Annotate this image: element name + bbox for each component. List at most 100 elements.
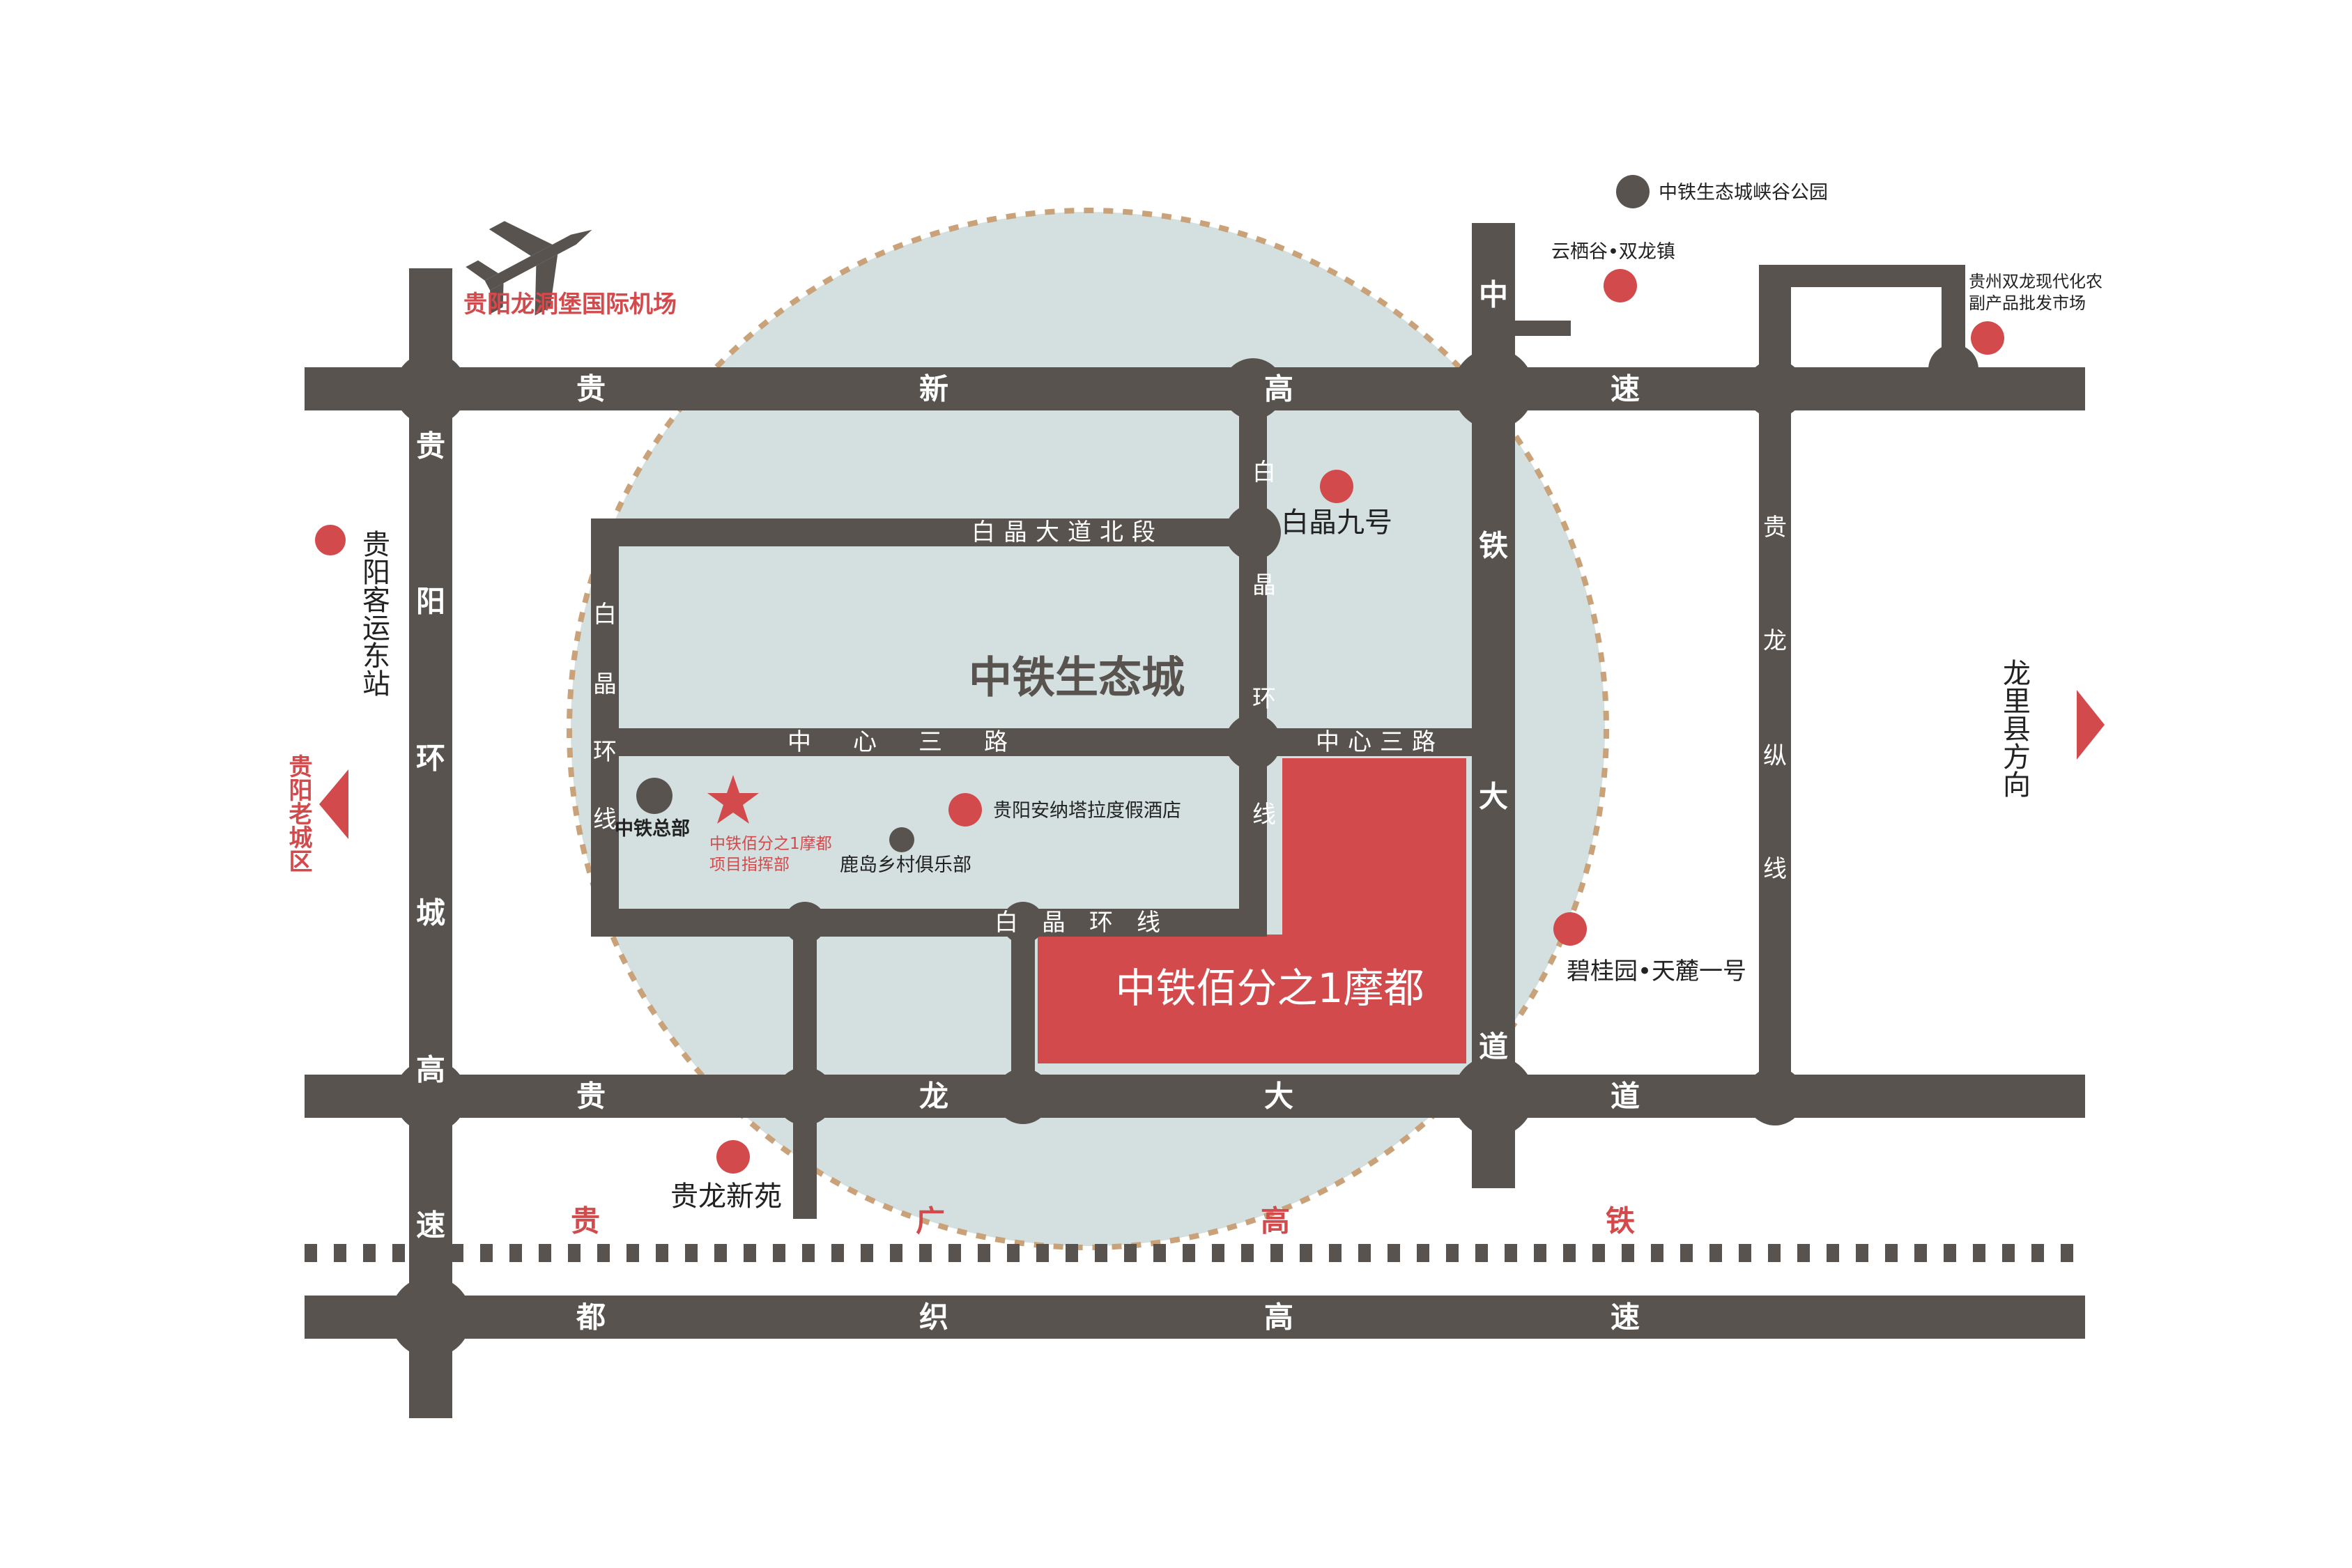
road-label: 速 xyxy=(1611,372,1640,406)
road-label: 道 xyxy=(1479,1030,1508,1064)
road-label: 线 xyxy=(1252,801,1276,829)
road-label: 环 xyxy=(1252,685,1276,713)
road-label: 织 xyxy=(919,1300,948,1335)
road-label-center-three-west: 中心三路 xyxy=(787,728,1050,756)
junction xyxy=(390,1277,471,1358)
road-label: 速 xyxy=(416,1208,445,1243)
junction xyxy=(394,353,467,425)
circle-marker-icon xyxy=(315,525,346,555)
triangle-right-icon xyxy=(2077,690,2105,760)
railway-label: 铁 xyxy=(1606,1204,1635,1238)
road-label: 高 xyxy=(1264,1300,1293,1335)
circle-marker-icon xyxy=(1553,912,1587,946)
junction xyxy=(1453,348,1534,429)
road-label: 高 xyxy=(1264,372,1293,406)
star-icon xyxy=(707,775,759,824)
junction xyxy=(1225,505,1281,560)
junction xyxy=(1222,358,1284,420)
ecocity-ring-dashed xyxy=(567,208,1609,1250)
junction xyxy=(995,1068,1051,1124)
project-hq-label-line1: 中铁佰分之1摩都 xyxy=(709,835,832,853)
airplane-icon xyxy=(466,221,592,316)
road-label: 龙 xyxy=(919,1079,948,1114)
road-label: 新 xyxy=(919,372,948,406)
junction xyxy=(1746,1067,1804,1125)
district-label: 中铁生态城 xyxy=(969,652,1185,703)
road-spur-east xyxy=(1011,937,1035,1076)
road-label: 道 xyxy=(1611,1079,1640,1114)
railway-label: 高 xyxy=(1261,1204,1290,1238)
junction xyxy=(776,1067,834,1125)
road-guilong-avenue xyxy=(305,1075,2085,1118)
road-network xyxy=(305,223,2085,1418)
road-connector-top xyxy=(1515,321,1571,336)
canyon-park-label: 中铁生态城峡谷公园 xyxy=(1659,182,1828,203)
junction xyxy=(784,902,826,944)
road-label: 纵 xyxy=(1763,742,1787,770)
road-guixin-expressway xyxy=(305,367,2085,410)
circle-marker-icon xyxy=(1616,175,1650,208)
road-label: 高 xyxy=(416,1053,445,1087)
railway-label: 广 xyxy=(916,1204,945,1238)
ludao-label: 鹿岛乡村俱乐部 xyxy=(840,854,971,876)
hq-label: 中铁总部 xyxy=(615,817,690,840)
circle-marker-icon xyxy=(1604,269,1637,302)
junction xyxy=(394,1060,467,1132)
junction xyxy=(1225,714,1281,770)
junction xyxy=(1746,360,1804,418)
road-label: 阳 xyxy=(416,585,445,619)
road-duzhi-expressway xyxy=(305,1296,2085,1339)
road-center-three xyxy=(591,728,1472,756)
road-label: 都 xyxy=(576,1300,606,1335)
road-label: 环 xyxy=(593,738,617,766)
longli-label: 龙里县方向 xyxy=(1998,659,2030,798)
road-label: 大 xyxy=(1479,780,1508,814)
road-ring-south xyxy=(591,909,1267,937)
agri-market-label-line1: 贵州双龙现代化农 xyxy=(1969,272,2103,291)
junction xyxy=(1002,902,1044,944)
road-ring-east xyxy=(1239,410,1267,937)
yunxigu-label: 云栖谷•双龙镇 xyxy=(1551,241,1675,263)
road-label: 晶 xyxy=(593,670,617,698)
road-label: 白 xyxy=(1252,459,1276,486)
road-label: 白 xyxy=(593,601,617,629)
bus-station-label: 贵阳客运东站 xyxy=(358,530,390,697)
road-label: 贵 xyxy=(416,429,445,463)
road-label: 线 xyxy=(593,806,617,833)
railway-label: 贵 xyxy=(571,1204,600,1238)
road-label: 贵 xyxy=(576,1079,606,1114)
road-label: 速 xyxy=(1611,1300,1640,1335)
road-label-center-three-east: 中心三路 xyxy=(1316,728,1444,756)
road-ring-north xyxy=(591,518,1267,546)
circle-marker-icon xyxy=(716,1140,750,1174)
guilong-xinyuan-label: 贵龙新苑 xyxy=(670,1181,782,1213)
junction xyxy=(1453,1056,1534,1137)
baijing9-label: 白晶九号 xyxy=(1281,507,1392,539)
circle-marker-icon xyxy=(1971,321,2004,355)
agri-market-label-line2: 副产品批发市场 xyxy=(1969,293,2086,313)
road-label: 中 xyxy=(1479,278,1508,312)
road-label-baijing-ring-south: 白晶环线 xyxy=(994,909,1184,937)
circle-marker-icon xyxy=(636,778,672,814)
road-ring-west xyxy=(591,518,619,937)
circle-marker-icon xyxy=(1320,470,1353,503)
road-label-baijing-north: 白晶大道北段 xyxy=(971,518,1164,546)
anantara-label: 贵阳安纳塔拉度假酒店 xyxy=(993,800,1181,822)
circle-marker-icon xyxy=(948,793,982,827)
road-label: 大 xyxy=(1264,1079,1293,1114)
junction xyxy=(1928,344,1978,394)
project-hq-label-line2: 项目指挥部 xyxy=(709,856,790,874)
road-label: 晶 xyxy=(1252,571,1276,599)
triangle-left-icon xyxy=(319,769,348,839)
road-label: 龙 xyxy=(1763,627,1787,655)
project-block xyxy=(1038,758,1466,1063)
road-label: 贵 xyxy=(576,372,606,406)
airport-label: 贵阳龙洞堡国际机场 xyxy=(463,291,677,318)
road-label: 环 xyxy=(416,741,445,776)
road-guiyang-ring-expressway xyxy=(409,268,452,1418)
road-label: 城 xyxy=(416,896,445,930)
project-label: 中铁佰分之1摩都 xyxy=(1116,964,1424,1012)
road-label: 贵 xyxy=(1763,514,1787,541)
bgy-label: 碧桂园•天麓一号 xyxy=(1567,958,1746,985)
